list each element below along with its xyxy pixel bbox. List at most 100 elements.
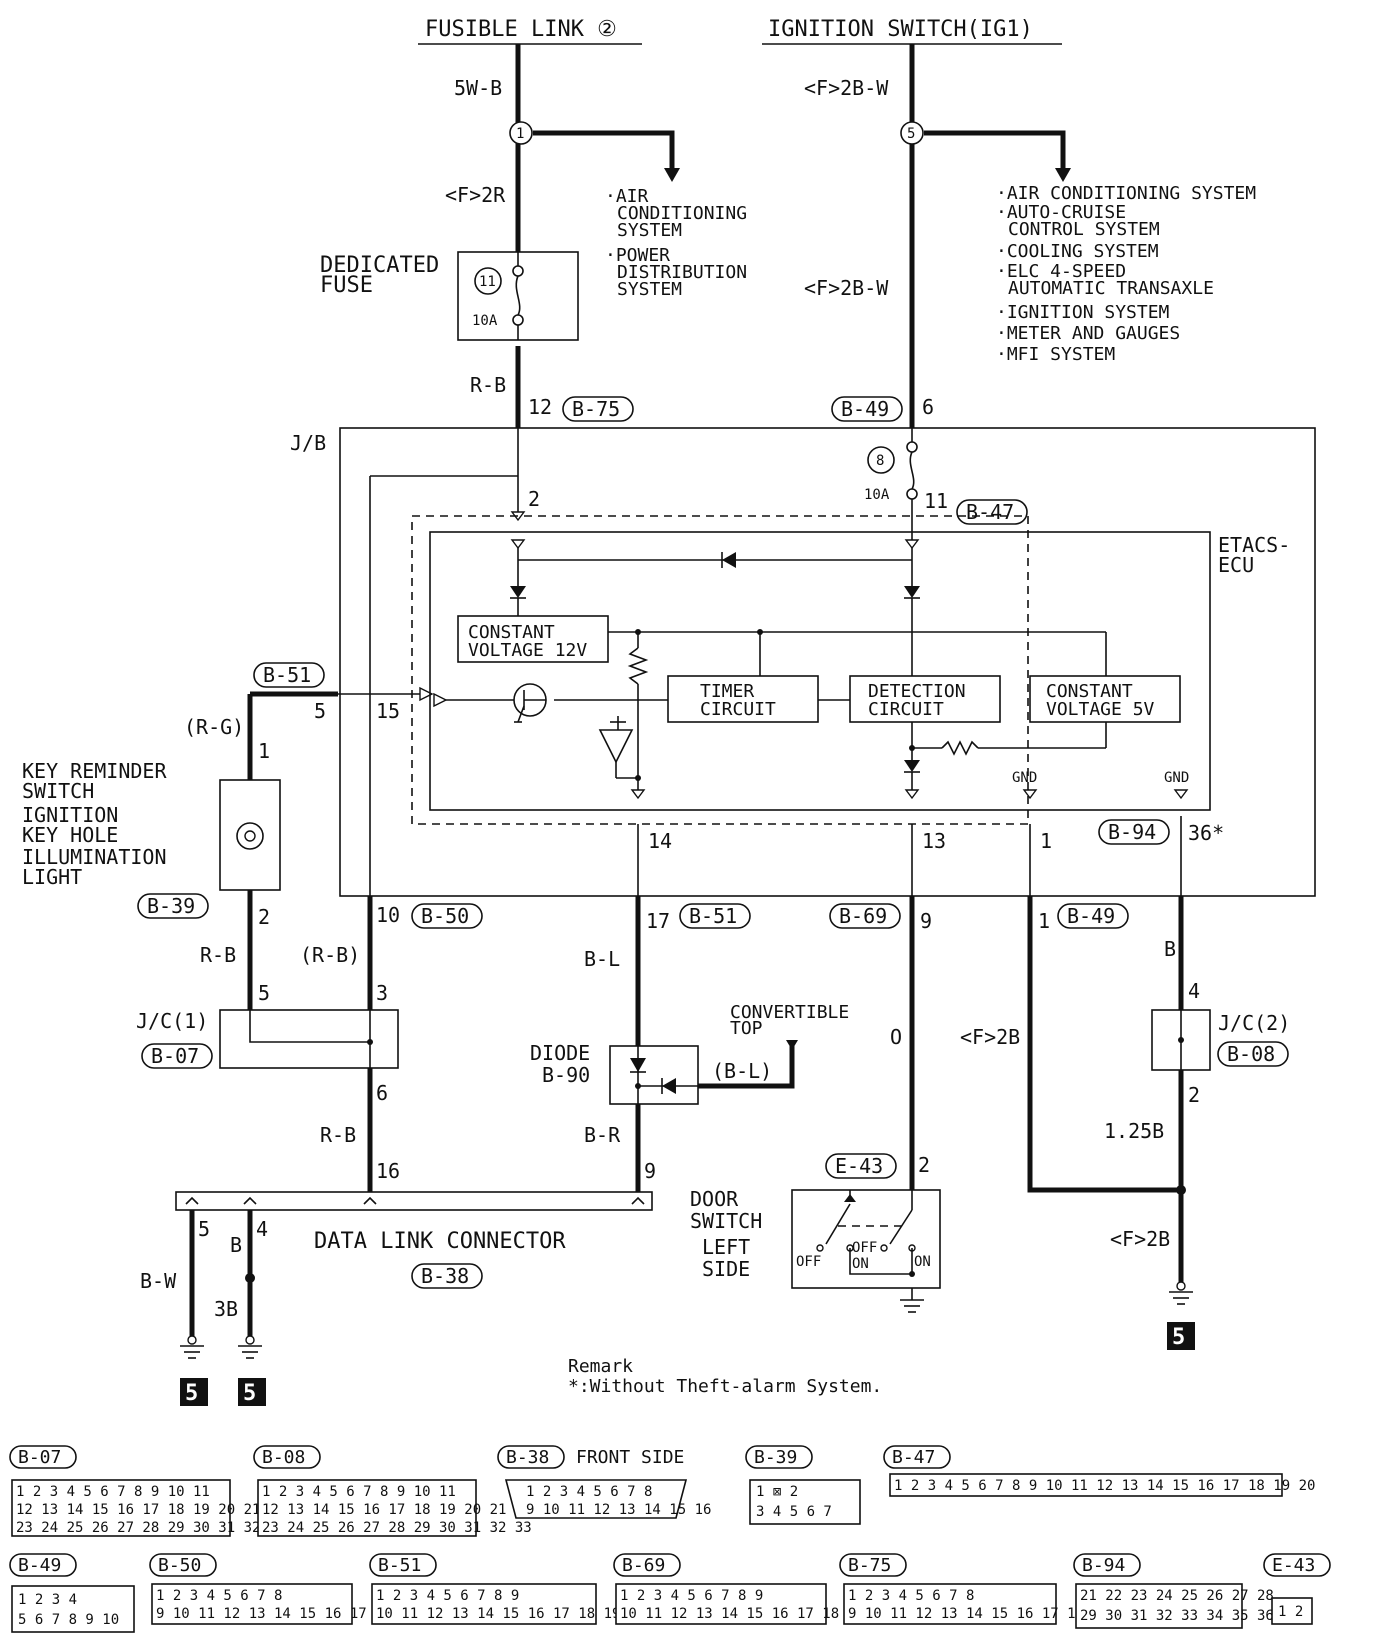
svg-text:B-38: B-38	[421, 1264, 469, 1288]
wire-3b: 3B	[214, 1297, 238, 1321]
svg-text:B-07: B-07	[18, 1447, 61, 1468]
svg-text:1 2 3 4 5 6 7 8: 1 2 3 4 5 6 7 8	[526, 1484, 652, 1500]
branch-right-list: ·AIR CONDITIONING SYSTEM ·AUTO-CRUISE CO…	[996, 183, 1256, 365]
svg-text:LIGHT: LIGHT	[22, 865, 82, 889]
svg-text:6: 6	[376, 1081, 388, 1105]
wire-rb-top: R-B	[470, 373, 506, 397]
svg-text:·AIR: ·AIR	[605, 186, 649, 207]
svg-text:VOLTAGE 12V: VOLTAGE 12V	[468, 640, 587, 661]
svg-text:9 10 11 12 13 14 15 16 17 18: 9 10 11 12 13 14 15 16 17 18	[156, 1606, 392, 1622]
ground-icon-right	[1169, 1281, 1193, 1305]
wire-f2b-mid: <F>2B	[960, 1025, 1020, 1049]
svg-text:1: 1	[1040, 829, 1052, 853]
connector-tag-b47: B-47	[956, 499, 1028, 525]
svg-text:1: 1	[258, 739, 270, 763]
svg-text:*:Without Theft-alarm System.: *:Without Theft-alarm System.	[568, 1376, 882, 1397]
fusible-link-source: FUSIBLE LINK ②	[418, 17, 642, 45]
svg-text:CIRCUIT: CIRCUIT	[700, 699, 776, 720]
svg-text:5: 5	[243, 1381, 256, 1406]
svg-text:ECU: ECU	[1218, 553, 1254, 577]
key-reminder-switch: KEY REMINDER SWITCH IGNITION KEY HOLE IL…	[22, 759, 281, 891]
junction-block: J/B	[290, 427, 1316, 897]
fuse-8: 8 10A	[864, 441, 918, 503]
svg-text:CIRCUIT: CIRCUIT	[868, 699, 944, 720]
svg-text:B-07: B-07	[151, 1044, 199, 1068]
svg-text:5: 5	[1172, 1325, 1185, 1350]
svg-text:B-39: B-39	[147, 894, 195, 918]
door-ground-icon	[900, 1299, 924, 1313]
svg-text:B-75: B-75	[572, 397, 620, 421]
svg-text:1 2 3 4 5 6 7 8 9 10 11: 1 2 3 4 5 6 7 8 9 10 11	[262, 1484, 456, 1500]
svg-text:11: 11	[924, 489, 948, 513]
svg-text:14: 14	[648, 829, 672, 853]
svg-text:J/C(2): J/C(2)	[1218, 1011, 1290, 1035]
connector-view-b38: B-38 FRONT SIDE 1 2 3 4 5 6 7 8 9 10 11 …	[497, 1445, 711, 1519]
connector-view-b08: B-08 1 2 3 4 5 6 7 8 9 10 11 12 13 14 15…	[253, 1445, 532, 1537]
svg-text:TIMER: TIMER	[700, 681, 754, 702]
wire-o: O	[890, 1025, 902, 1049]
svg-text:17: 17	[646, 909, 670, 933]
splice-5: 5	[900, 121, 924, 145]
svg-text:KEY HOLE: KEY HOLE	[22, 823, 118, 847]
svg-text:10: 10	[376, 903, 400, 927]
svg-text:DIODE: DIODE	[530, 1041, 590, 1065]
svg-text:2: 2	[258, 905, 270, 929]
wire-br: B-R	[584, 1123, 621, 1147]
svg-text:B-49: B-49	[1067, 904, 1115, 928]
connector-view-b47: B-47 1 2 3 4 5 6 7 8 9 10 11 12 13 14 15…	[883, 1445, 1315, 1497]
svg-text:B-50: B-50	[421, 904, 469, 928]
svg-text:1 2 3 4 5 6 7 8 9 10 11 12 13: 1 2 3 4 5 6 7 8 9 10 11 12 13 14 15 16 1…	[894, 1478, 1315, 1494]
ground-icon-dlc-2	[238, 1335, 262, 1359]
connector-tag-b38: B-38	[411, 1263, 483, 1289]
connector-tag-b07: B-07	[141, 1043, 213, 1069]
svg-text:4: 4	[1188, 979, 1200, 1003]
svg-text:B-51: B-51	[689, 904, 737, 928]
wire-f2b-bottom: <F>2B	[1110, 1227, 1170, 1251]
svg-text:5: 5	[258, 981, 270, 1005]
svg-text:1: 1	[1038, 909, 1050, 933]
svg-text:·IGNITION SYSTEM: ·IGNITION SYSTEM	[996, 302, 1170, 323]
wire-rb-paren: (R-B)	[300, 943, 360, 967]
door-switch-left: OFF OFF ON ON	[791, 1189, 941, 1289]
svg-text:23 24 25 26 27 28 29 30 31 32: 23 24 25 26 27 28 29 30 31 32 33	[262, 1520, 532, 1536]
svg-text:B-47: B-47	[966, 500, 1014, 524]
svg-text:·AUTO-CRUISE: ·AUTO-CRUISE	[996, 202, 1126, 223]
svg-text:10A: 10A	[472, 313, 498, 329]
svg-text:1 2 3 4 5 6 7 8: 1 2 3 4 5 6 7 8	[156, 1588, 282, 1604]
connector-view-b39: B-39 1 ⊠ 2 3 4 5 6 7	[745, 1445, 861, 1525]
svg-text:5 6 7 8 9 10: 5 6 7 8 9 10	[18, 1612, 119, 1628]
connector-tag-b08: B-08	[1217, 1041, 1289, 1067]
svg-text:B-94: B-94	[1108, 820, 1156, 844]
svg-text:DISTRIBUTION: DISTRIBUTION	[617, 262, 747, 283]
svg-text:1 2 3 4 5 6 7 8 9: 1 2 3 4 5 6 7 8 9	[620, 1588, 763, 1604]
svg-text:OFF: OFF	[796, 1254, 821, 1270]
joint-connector-2: J/C(2)	[1151, 1009, 1290, 1071]
svg-text:B-51: B-51	[378, 1555, 421, 1576]
dedicated-fuse: DEDICATED FUSE 11 10A	[320, 251, 579, 341]
svg-text:36*: 36*	[1188, 821, 1224, 845]
svg-text:B-69: B-69	[622, 1555, 665, 1576]
svg-text:3: 3	[376, 981, 388, 1005]
connector-view-b07: B-07 1 2 3 4 5 6 7 8 9 10 11 12 13 14 15…	[9, 1445, 286, 1537]
svg-text:AUTOMATIC TRANSAXLE: AUTOMATIC TRANSAXLE	[1008, 278, 1214, 299]
svg-text:2: 2	[918, 1153, 930, 1177]
svg-text:LEFT: LEFT	[702, 1235, 750, 1259]
svg-text:J/C(1): J/C(1)	[136, 1009, 208, 1033]
svg-text:SWITCH: SWITCH	[690, 1209, 762, 1233]
svg-text:6: 6	[922, 395, 934, 419]
etacs-ecu: ETACS- ECU CONSTANT VOLTAGE 12V	[411, 515, 1290, 825]
svg-text:B-75: B-75	[848, 1555, 891, 1576]
connector-tag-e43: E-43	[825, 1153, 897, 1179]
svg-text:ILLUMINATION: ILLUMINATION	[22, 845, 167, 869]
svg-text:SWITCH: SWITCH	[22, 779, 94, 803]
ground-point-5-a: 5	[180, 1378, 208, 1406]
svg-text:10A: 10A	[864, 487, 890, 503]
connector-view-b94: B-94 21 22 23 24 25 26 27 28 29 30 31 32…	[1073, 1553, 1274, 1629]
svg-text:8: 8	[876, 453, 884, 469]
svg-text:1 2 3 4: 1 2 3 4	[18, 1592, 77, 1608]
data-link-connector: DATA LINK CONNECTOR	[175, 1191, 653, 1254]
svg-text:B-90: B-90	[542, 1063, 590, 1087]
svg-text:GND: GND	[1012, 770, 1037, 786]
splice-1: 1	[509, 121, 533, 145]
